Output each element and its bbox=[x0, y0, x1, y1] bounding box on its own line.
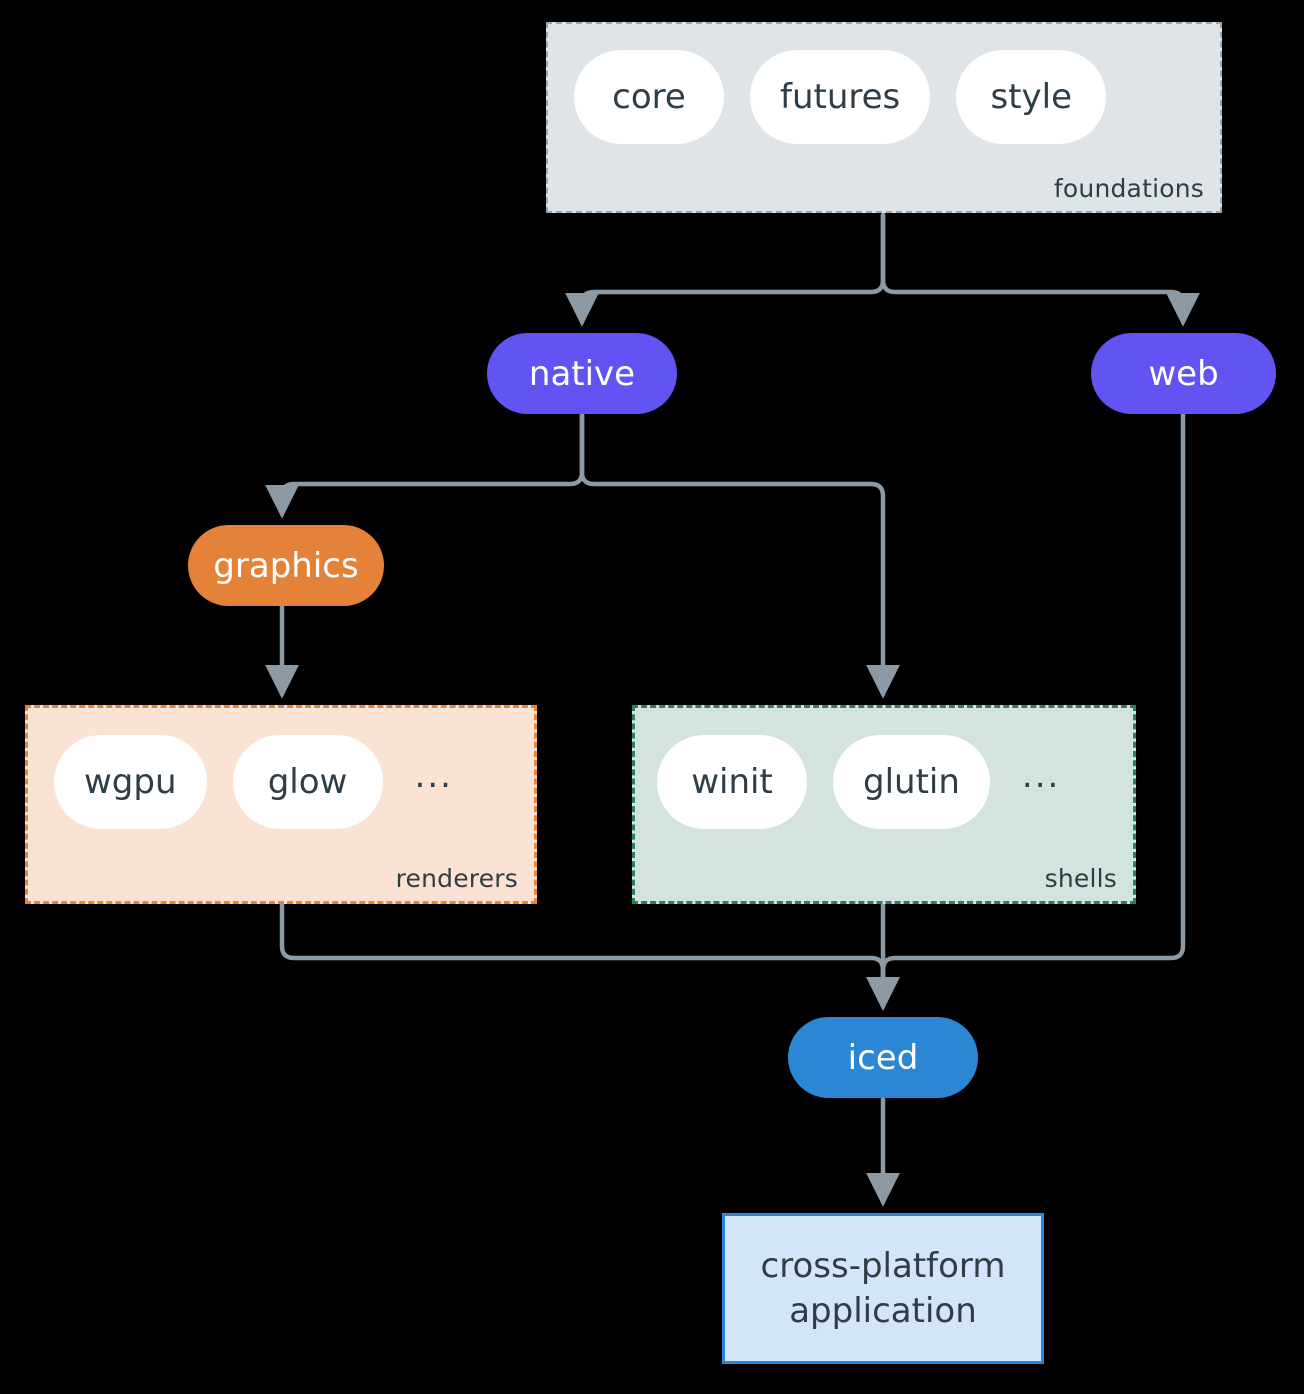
foundations-pill-row: core futures style bbox=[574, 50, 1107, 144]
group-label-foundations: foundations bbox=[1053, 174, 1204, 203]
node-web[interactable]: web bbox=[1091, 333, 1276, 414]
edge-native-shells bbox=[579, 412, 900, 699]
group-label-shells: shells bbox=[1044, 864, 1117, 893]
edge-foundations-web bbox=[880, 212, 1200, 327]
pill-winit[interactable]: winit bbox=[657, 735, 807, 829]
pill-glutin[interactable]: glutin bbox=[833, 735, 990, 829]
shells-pill-row: winit glutin ... bbox=[657, 735, 1066, 829]
group-renderers: wgpu glow ... renderers bbox=[25, 705, 537, 904]
renderers-ellipsis: ... bbox=[414, 756, 453, 796]
node-iced[interactable]: iced bbox=[788, 1017, 978, 1098]
edge-native-graphics bbox=[265, 412, 585, 519]
pill-futures[interactable]: futures bbox=[750, 50, 931, 144]
shells-ellipsis: ... bbox=[1021, 756, 1061, 796]
node-cross-platform-application[interactable]: cross-platform application bbox=[722, 1213, 1044, 1364]
pill-glow[interactable]: glow bbox=[232, 735, 383, 829]
pill-wgpu[interactable]: wgpu bbox=[54, 735, 207, 829]
renderers-pill-row: wgpu glow ... bbox=[54, 735, 459, 829]
edge-renderers-iced bbox=[279, 902, 900, 1011]
edge-foundations-native bbox=[565, 212, 886, 327]
node-native[interactable]: native bbox=[487, 333, 677, 414]
application-line-1: cross-platform bbox=[760, 1245, 1006, 1286]
pill-core[interactable]: core bbox=[574, 50, 724, 144]
group-shells: winit glutin ... shells bbox=[632, 705, 1136, 904]
application-line-2: application bbox=[789, 1290, 977, 1331]
node-graphics[interactable]: graphics bbox=[188, 525, 384, 606]
pill-style[interactable]: style bbox=[956, 50, 1107, 144]
group-label-renderers: renderers bbox=[395, 864, 518, 893]
group-foundations: core futures style foundations bbox=[546, 22, 1222, 213]
